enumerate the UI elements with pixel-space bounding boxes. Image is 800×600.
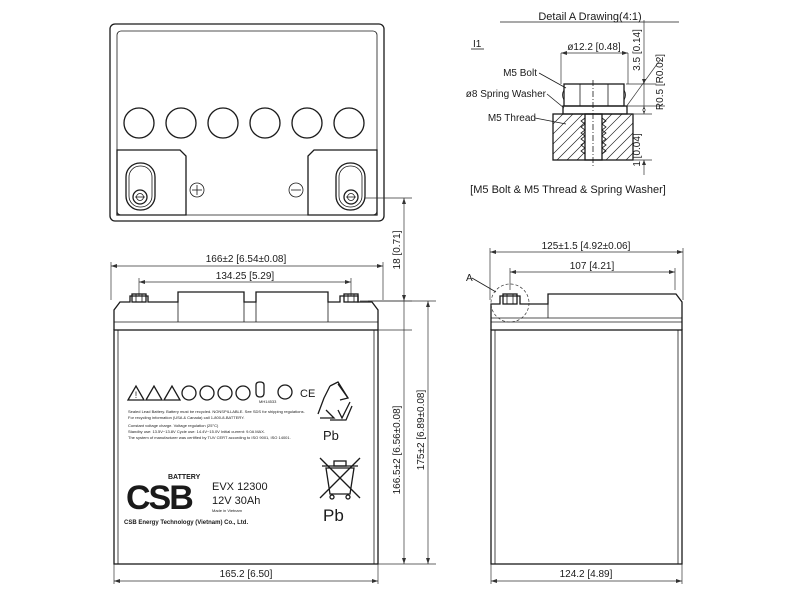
model-name: EVX 12300 xyxy=(212,481,268,493)
vent-cap xyxy=(333,107,365,139)
svg-text:The system of manufacturer was: The system of manufacturer was certified… xyxy=(128,435,291,440)
dim-18-text: 18 [0.71] xyxy=(392,230,403,269)
positive-terminal-pocket xyxy=(307,149,378,216)
detail-marker: I1 xyxy=(473,39,482,50)
vent-cap xyxy=(207,107,239,139)
detail-a-drawing: Detail A Drawing(4:1) I1 ø12.2 [0.48] xyxy=(466,11,679,196)
recycle-small-icon xyxy=(235,385,251,401)
negative-terminal xyxy=(125,162,156,211)
front-lid xyxy=(113,291,379,330)
thread-block xyxy=(552,80,634,166)
svg-text:MH14533: MH14533 xyxy=(259,399,277,404)
cert-icon xyxy=(277,384,293,400)
dimension-18: 18 [0.71] xyxy=(392,198,406,301)
top-view-outline xyxy=(109,23,385,222)
pb-symbol-top: Pb xyxy=(323,428,339,443)
detail-callout-marker: A xyxy=(466,273,473,284)
plus-icon xyxy=(189,182,205,198)
positive-terminal xyxy=(335,162,366,211)
recycle-icon xyxy=(317,381,353,421)
terminal-bolt xyxy=(132,189,148,205)
svg-text:Standby use: 13.5V~13.8V Cyc: Standby use: 13.5V~13.8V Cycle use: 14.4… xyxy=(128,429,265,434)
negative-terminal-front xyxy=(131,293,147,303)
positive-terminal-front xyxy=(343,293,359,303)
pb-symbol-bottom: Pb xyxy=(323,506,344,525)
read-manual-icon xyxy=(217,385,233,401)
shock-icon xyxy=(144,384,164,401)
vent-cap xyxy=(123,107,155,139)
no-fire-icon xyxy=(199,385,215,401)
rating: 12V 30Ah xyxy=(212,495,260,507)
safety-icons: ! MH14533 CE xyxy=(126,381,315,404)
battery-word: BATTERY xyxy=(168,474,201,481)
svg-text:!: ! xyxy=(135,390,138,400)
brand-logo: CSB xyxy=(126,479,193,517)
terminal-bolt xyxy=(343,189,359,205)
eye-protection-icon xyxy=(181,385,197,401)
front-width-dim: 166±2 [6.54±0.08] xyxy=(206,254,287,265)
svg-text:Sealed Lead Battery. Battery m: Sealed Lead Battery. Battery must be rec… xyxy=(128,409,305,414)
minus-icon xyxy=(288,182,304,198)
front-bottom-dim: 165.2 [6.50] xyxy=(220,569,273,580)
front-container xyxy=(113,329,379,565)
svg-text:For recycling information (USA: For recycling information (USA & Canada)… xyxy=(128,415,245,420)
negative-terminal-pocket xyxy=(116,149,187,216)
side-width-dim: 125±1.5 [4.92±0.06] xyxy=(542,241,631,252)
manufacturer: CSB Energy Technology (Vietnam) Co., Ltd… xyxy=(124,520,248,526)
bolt-head xyxy=(563,83,625,107)
container-height-dim: 166.5±2 [6.56±0.08] xyxy=(392,405,403,494)
corrosive-icon xyxy=(162,384,182,401)
terminal-spacing-dim: 134.25 [5.29] xyxy=(216,271,275,282)
ul-mark-icon xyxy=(255,381,265,398)
bolt-label: M5 Bolt xyxy=(503,68,537,79)
svg-text:Constant voltage charge. Volta: Constant voltage charge. Voltage regulat… xyxy=(128,423,219,428)
detail-a-callout xyxy=(490,283,530,323)
detail-title: Detail A Drawing(4:1) xyxy=(538,11,641,23)
vent-caps xyxy=(123,107,365,139)
vent-cap xyxy=(291,107,323,139)
top-view xyxy=(109,23,412,302)
dim-3-5: 3.5 [0.14] xyxy=(632,29,643,71)
side-lid xyxy=(490,293,683,330)
made-in: Made in Vietnam xyxy=(212,508,243,513)
bolt-diameter-dim: ø12.2 [0.48] xyxy=(567,42,621,53)
dim-1: 1 [0.04] xyxy=(632,133,643,167)
thread-label: M5 Thread xyxy=(488,113,536,124)
vent-cap xyxy=(249,107,281,139)
washer-label: ø8 Spring Washer xyxy=(466,89,547,100)
spring-washer xyxy=(562,105,628,115)
front-view: 166±2 [6.54±0.08] 134.25 [5.29] ! xyxy=(110,254,436,584)
dim-radius: R0.5 [R0.02] xyxy=(655,54,666,110)
ce-mark: CE xyxy=(300,388,315,400)
top-view-inner-outline xyxy=(116,30,378,216)
vent-cap xyxy=(165,107,197,139)
crossed-bin-icon xyxy=(319,457,361,500)
side-terminal xyxy=(502,293,518,305)
side-view: 125±1.5 [4.92±0.06] 107 [4.21] A 124.2 [… xyxy=(466,241,684,584)
total-height-dim: 175±2 [6.89±0.08] xyxy=(416,390,427,471)
warning-icon xyxy=(126,384,146,401)
battery-label: ! MH14533 CE Pb Sealed Lead Battery. Bat… xyxy=(124,381,361,526)
side-container xyxy=(490,329,683,565)
side-terminal-dim: 107 [4.21] xyxy=(570,261,615,272)
detail-caption: [M5 Bolt & M5 Thread & Spring Washer] xyxy=(470,184,666,196)
side-bottom-dim: 124.2 [4.89] xyxy=(560,569,613,580)
